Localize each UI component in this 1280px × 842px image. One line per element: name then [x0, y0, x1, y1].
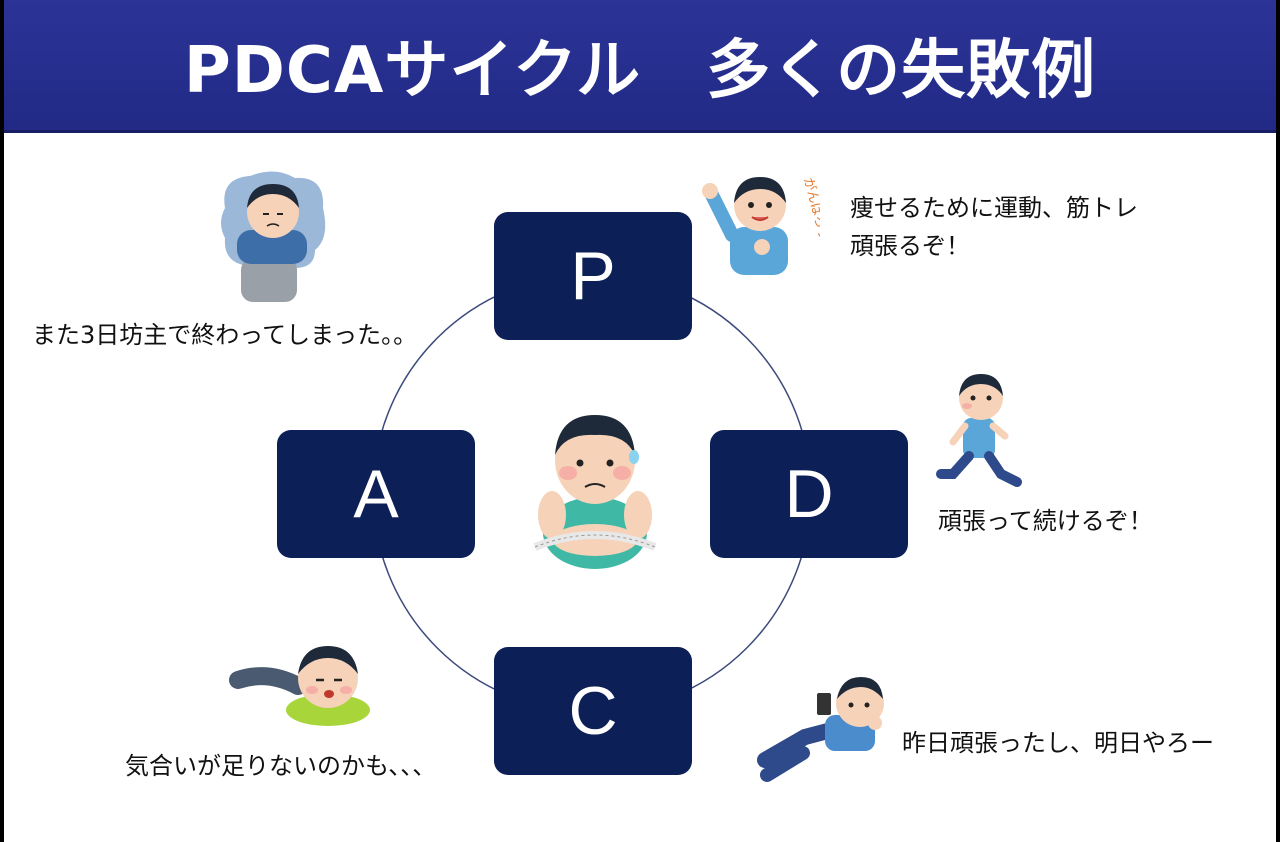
- stage-label-plan: P: [570, 237, 615, 315]
- caption-check: 昨日頑張ったし、明日やろー: [902, 724, 1214, 762]
- stage-box-act: A: [277, 430, 475, 558]
- stage-box-check: C: [494, 647, 692, 775]
- caption-plan-line1: 痩せるために運動、筋トレ: [850, 189, 1138, 227]
- stage-box-plan: P: [494, 212, 692, 340]
- depressed-person-icon: [215, 168, 330, 308]
- running-person-icon: [935, 370, 1030, 490]
- lying-phone-person-icon: [755, 665, 895, 785]
- caption-plan-line2: 頑張るぞ！: [850, 227, 1138, 265]
- overweight-person-icon: [530, 405, 660, 570]
- caption-plan: 痩せるために運動、筋トレ 頑張るぞ！: [850, 189, 1138, 266]
- cheering-person-icon: がんばろう！: [700, 165, 820, 280]
- stage-label-act: A: [353, 455, 398, 533]
- cheer-text: がんばろう！: [800, 176, 820, 255]
- caption-act-top: また3日坊主で終わってしまった。。: [32, 316, 417, 354]
- stage-label-check: C: [568, 672, 617, 750]
- stage-box-do: D: [710, 430, 908, 558]
- lying-tired-person-icon: [228, 630, 378, 735]
- caption-do: 頑張って続けるぞ！: [938, 502, 1153, 540]
- stage-label-do: D: [784, 455, 833, 533]
- caption-act-bottom: 気合いが足りないのかも、、、: [125, 747, 436, 785]
